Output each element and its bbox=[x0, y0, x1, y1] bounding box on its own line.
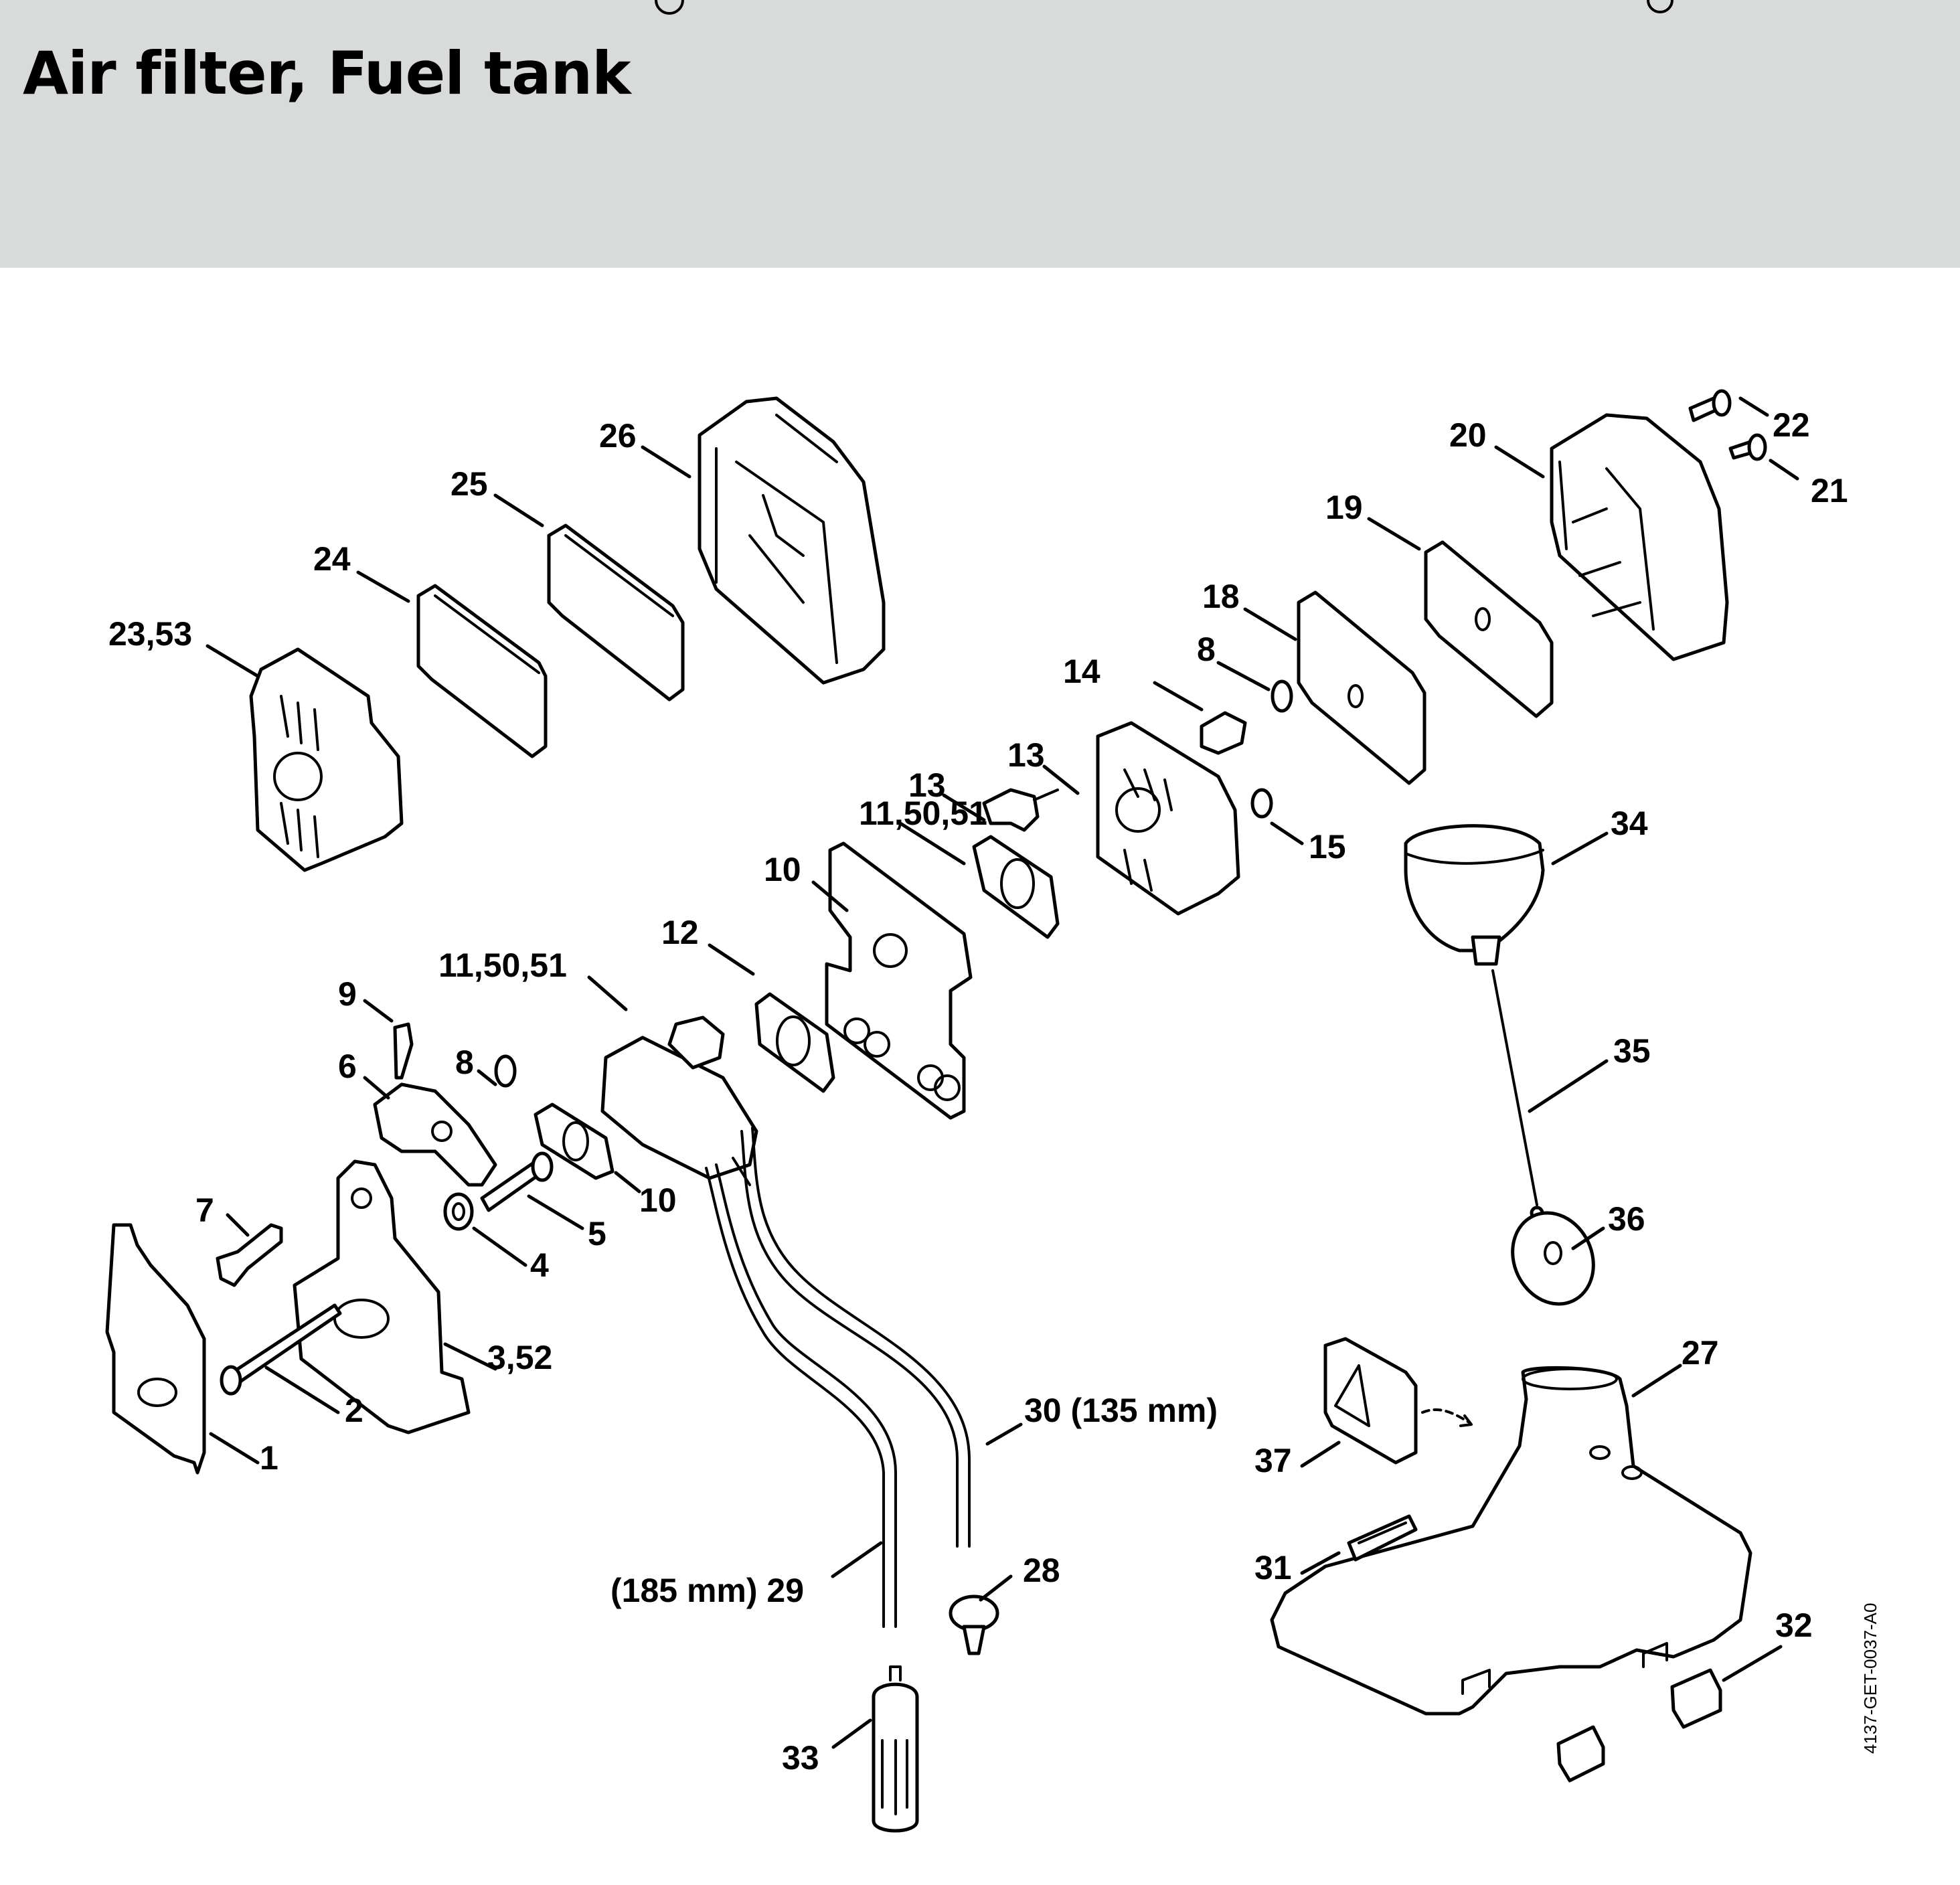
part-22-screw[interactable] bbox=[1688, 389, 1732, 422]
callout-1[interactable]: 1 bbox=[260, 1439, 278, 1477]
part-23-filter-base[interactable] bbox=[249, 647, 404, 872]
callout-23-53[interactable]: 23,53 bbox=[108, 615, 192, 653]
callout-22[interactable]: 22 bbox=[1773, 406, 1810, 444]
callout-2[interactable]: 2 bbox=[345, 1392, 363, 1429]
part-17-nut[interactable] bbox=[1250, 788, 1273, 819]
callout-28[interactable]: 28 bbox=[1023, 1552, 1060, 1589]
callout-9[interactable]: 9 bbox=[338, 975, 357, 1013]
callout-5[interactable]: 5 bbox=[588, 1215, 606, 1252]
callout-4[interactable]: 4 bbox=[530, 1246, 549, 1284]
callout-17[interactable]: 15 bbox=[1309, 828, 1346, 866]
part-16-choke-knob[interactable] bbox=[1200, 711, 1247, 755]
part-32-rubber-buffer-left[interactable] bbox=[1556, 1725, 1605, 1783]
part-2-long-screw[interactable] bbox=[220, 1303, 342, 1396]
leader-lines bbox=[206, 396, 1799, 1749]
part-24-filter-element[interactable] bbox=[416, 584, 548, 758]
part-11-carburetor[interactable] bbox=[600, 0, 758, 1186]
callout-21[interactable]: 21 bbox=[1811, 472, 1848, 509]
callout-37[interactable]: 37 bbox=[1254, 1442, 1292, 1479]
callout-31[interactable]: 31 bbox=[1254, 1549, 1292, 1586]
callout-7[interactable]: 7 bbox=[195, 1192, 214, 1229]
callout-24[interactable]: 24 bbox=[313, 540, 351, 578]
part-18-filter-element[interactable] bbox=[1297, 590, 1426, 785]
callout-12[interactable]: 10 bbox=[764, 851, 801, 888]
part-12-baseplate[interactable] bbox=[825, 841, 973, 1120]
callout-13-upper[interactable]: 11,50,51 bbox=[859, 795, 987, 832]
page-title: Air filter, Fuel tank bbox=[23, 39, 631, 108]
callout-18[interactable]: 18 bbox=[1202, 578, 1240, 615]
callout-34[interactable]: 34 bbox=[1611, 805, 1648, 842]
callout-29[interactable]: (185 mm) 29 bbox=[610, 1572, 804, 1609]
part-14-filter-base[interactable] bbox=[1096, 721, 1240, 916]
callout-30[interactable]: 30 (135 mm) bbox=[1024, 1392, 1218, 1429]
part-4-washer[interactable] bbox=[443, 1192, 474, 1231]
part-26-filter-cover[interactable] bbox=[698, 396, 886, 685]
callout-labels: 26 25 24 23,53 20 22 21 19 18 8 14 13 13… bbox=[108, 406, 1848, 1777]
callout-19[interactable]: 19 bbox=[1325, 489, 1363, 526]
callout-16-54[interactable]: 14 bbox=[1063, 653, 1100, 690]
callout-13-lower[interactable]: 12 bbox=[661, 914, 699, 951]
callout-14[interactable]: 13 bbox=[1007, 736, 1045, 774]
part-13-gasket-lower[interactable] bbox=[754, 992, 835, 1093]
callout-36[interactable]: 36 bbox=[1608, 1200, 1645, 1238]
part-15-choke-lever[interactable] bbox=[982, 788, 1059, 832]
part-19-filter-element[interactable] bbox=[1424, 540, 1554, 718]
header-band: Air filter, Fuel tank bbox=[0, 0, 1960, 268]
callout-26[interactable]: 26 bbox=[599, 417, 637, 455]
callout-3-52[interactable]: 3,52 bbox=[487, 1339, 552, 1376]
part-27-fuel-tank[interactable] bbox=[1270, 1366, 1752, 1716]
drawing-code: 4137-GET-0037-A0 bbox=[1860, 1603, 1880, 1754]
part-25-filter-element[interactable] bbox=[547, 523, 685, 702]
callout-33[interactable]: 33 bbox=[782, 1739, 819, 1777]
part-35-cord[interactable] bbox=[1491, 969, 1544, 1220]
part-6-throttle-bracket[interactable] bbox=[373, 1082, 497, 1187]
part-36-seal[interactable] bbox=[1498, 1200, 1608, 1317]
callout-10[interactable]: 10 bbox=[639, 1181, 677, 1219]
callout-27[interactable]: 27 bbox=[1682, 1334, 1719, 1372]
part-20-filter-cover[interactable] bbox=[1550, 0, 1729, 661]
part-8-star-washer-upper[interactable] bbox=[1271, 679, 1293, 713]
callout-25[interactable]: 25 bbox=[451, 465, 488, 503]
callout-6[interactable]: 6 bbox=[338, 1048, 357, 1085]
part-33-pickup-body[interactable] bbox=[872, 1665, 919, 1833]
part-7-bolt[interactable] bbox=[216, 1223, 283, 1287]
part-28-tank-vent[interactable] bbox=[949, 1594, 999, 1655]
part-32-rubber-buffer-right[interactable] bbox=[1670, 1668, 1722, 1729]
part-21-screw[interactable] bbox=[1728, 433, 1767, 461]
callout-11-50-51[interactable]: 11,50,51 bbox=[438, 947, 567, 984]
part-5-screw[interactable] bbox=[480, 1151, 554, 1212]
callout-8-lower[interactable]: 8 bbox=[455, 1044, 474, 1081]
part-3-carburetor-flange[interactable] bbox=[293, 1159, 471, 1435]
part-10-gasket[interactable] bbox=[534, 1102, 615, 1180]
callout-15[interactable]: 13 bbox=[908, 766, 946, 804]
part-13-gasket-upper[interactable] bbox=[972, 835, 1060, 939]
callout-32[interactable]: 32 bbox=[1775, 1607, 1813, 1644]
callout-35[interactable]: 35 bbox=[1613, 1032, 1651, 1070]
part-9-screw[interactable] bbox=[393, 1022, 414, 1080]
callout-8-upper[interactable]: 8 bbox=[1197, 631, 1216, 668]
part-1-gasket[interactable] bbox=[105, 1223, 206, 1475]
callout-20[interactable]: 20 bbox=[1449, 416, 1487, 454]
part-8-star-washer-lower[interactable] bbox=[494, 1054, 517, 1088]
part-30-fuel-hose[interactable] bbox=[740, 1127, 971, 1548]
part-37-warning-label[interactable] bbox=[1323, 1337, 1473, 1465]
part-34-filler-cap[interactable] bbox=[1404, 824, 1545, 966]
part-31-rubber-mount[interactable] bbox=[1347, 1514, 1418, 1562]
part-29-fuel-hose[interactable] bbox=[705, 1163, 897, 1628]
